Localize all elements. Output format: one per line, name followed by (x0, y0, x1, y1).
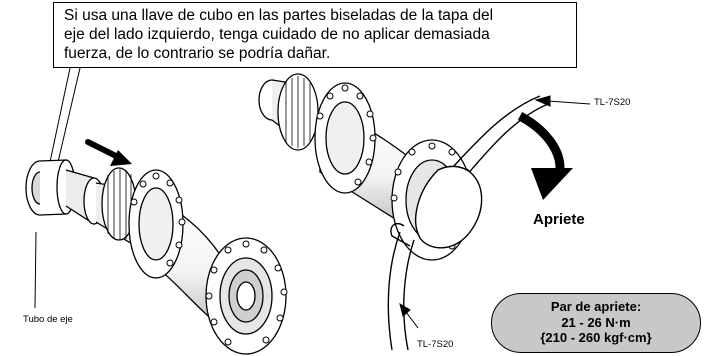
torque-spec-badge: Par de apriete: 21 - 26 N·m {210 - 260 k… (491, 293, 701, 353)
wrench-tools (387, 95, 549, 351)
callout-line-3: fuerza, de lo contrario se podría dañar. (64, 45, 331, 62)
callout-pointer (49, 67, 81, 163)
axle-tube-label: Tubo de eje (23, 314, 73, 325)
callout-line-1: Si usa una llave de cubo en las partes b… (64, 7, 494, 24)
tool-label-bottom: TL-7S20 (417, 339, 454, 350)
rotation-arrow (517, 112, 573, 200)
torque-value-nm: 21 - 26 N·m (561, 314, 631, 330)
callout-line-2: eje del lado izquierdo, tenga cuidado de… (64, 26, 490, 43)
left-hub (25, 159, 288, 355)
warning-callout: Si usa una llave de cubo en las partes b… (53, 2, 577, 68)
insert-arrow (85, 139, 132, 166)
torque-title: Par de apriete: (550, 299, 642, 314)
torque-value-kgf: {210 - 260 kgf·cm} (540, 330, 652, 345)
tool-leaders (399, 95, 591, 329)
tightening-label: Apriete (533, 211, 585, 228)
tool-label-top: TL-7S20 (594, 97, 631, 108)
axle-tube-leader (34, 231, 37, 309)
